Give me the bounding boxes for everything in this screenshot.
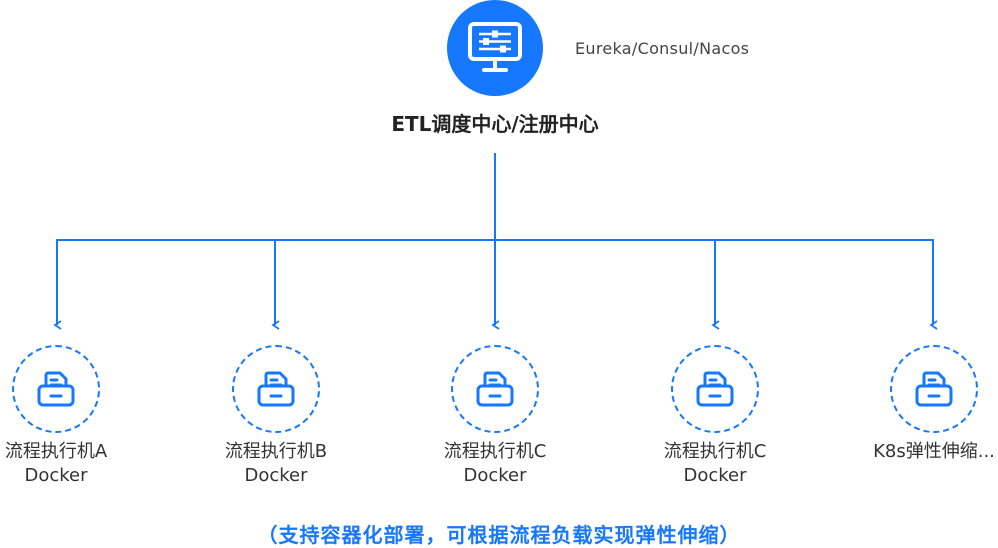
server-tray-icon — [257, 371, 295, 407]
executor-runtime: Docker — [244, 465, 308, 486]
hub-title: ETL调度中心/注册中心 — [391, 112, 599, 136]
executor-name: K8s弹性伸缩... — [873, 441, 995, 462]
registry-note: Eureka/Consul/Nacos — [575, 39, 750, 58]
executor-label-b: 流程执行机B Docker — [220, 440, 332, 488]
executor-runtime: Docker — [463, 465, 527, 486]
executor-node-c2 — [671, 345, 759, 433]
server-tray-icon — [915, 371, 953, 407]
monitor-sliders-icon — [468, 22, 522, 72]
executor-label-c1: 流程执行机C Docker — [439, 440, 551, 488]
executor-label-c2: 流程执行机C Docker — [659, 440, 771, 488]
server-tray-icon — [37, 371, 75, 407]
executor-name: 流程执行机A — [4, 441, 108, 462]
executor-runtime: Docker — [24, 465, 88, 486]
executor-name: 流程执行机B — [224, 441, 328, 462]
executor-name: 流程执行机C — [443, 441, 547, 462]
executor-runtime: Docker — [683, 465, 747, 486]
footnote: （支持容器化部署，可根据流程负载实现弹性伸缩） — [257, 523, 741, 547]
executor-label-k8s: K8s弹性伸缩... — [870, 440, 998, 464]
executor-node-a — [12, 345, 100, 433]
executor-node-k8s — [890, 345, 978, 433]
scheduler-hub-node — [447, 0, 543, 96]
executor-node-c1 — [451, 345, 539, 433]
executor-name: 流程执行机C — [663, 441, 767, 462]
executor-node-b — [232, 345, 320, 433]
executor-label-a: 流程执行机A Docker — [0, 440, 112, 488]
server-tray-icon — [696, 371, 734, 407]
server-tray-icon — [476, 371, 514, 407]
